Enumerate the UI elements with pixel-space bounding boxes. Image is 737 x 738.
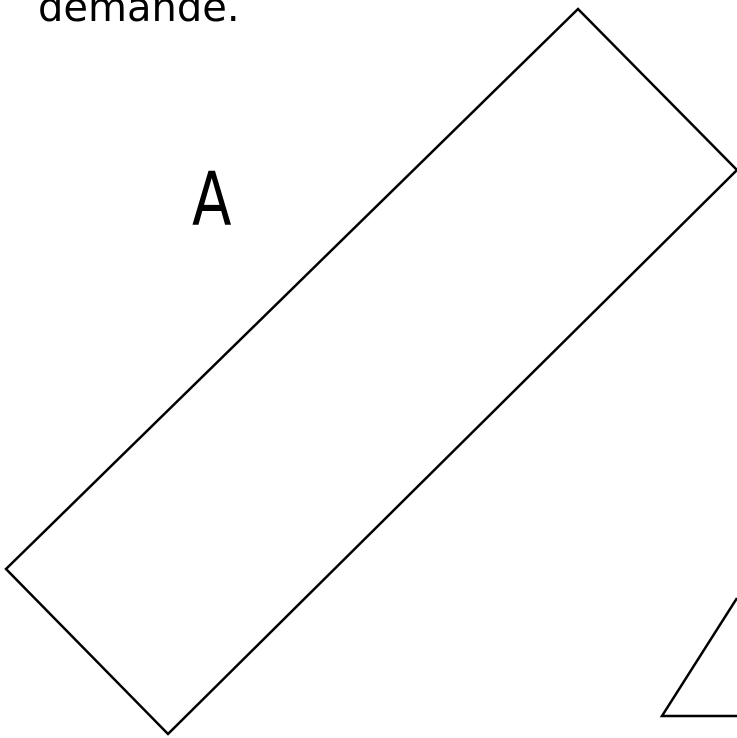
shape-label-a: A bbox=[192, 157, 232, 243]
partial-triangle-shape bbox=[659, 597, 737, 718]
instruction-text-fragment: demandé. bbox=[38, 0, 240, 31]
rectangle-a-shape bbox=[4, 7, 737, 736]
